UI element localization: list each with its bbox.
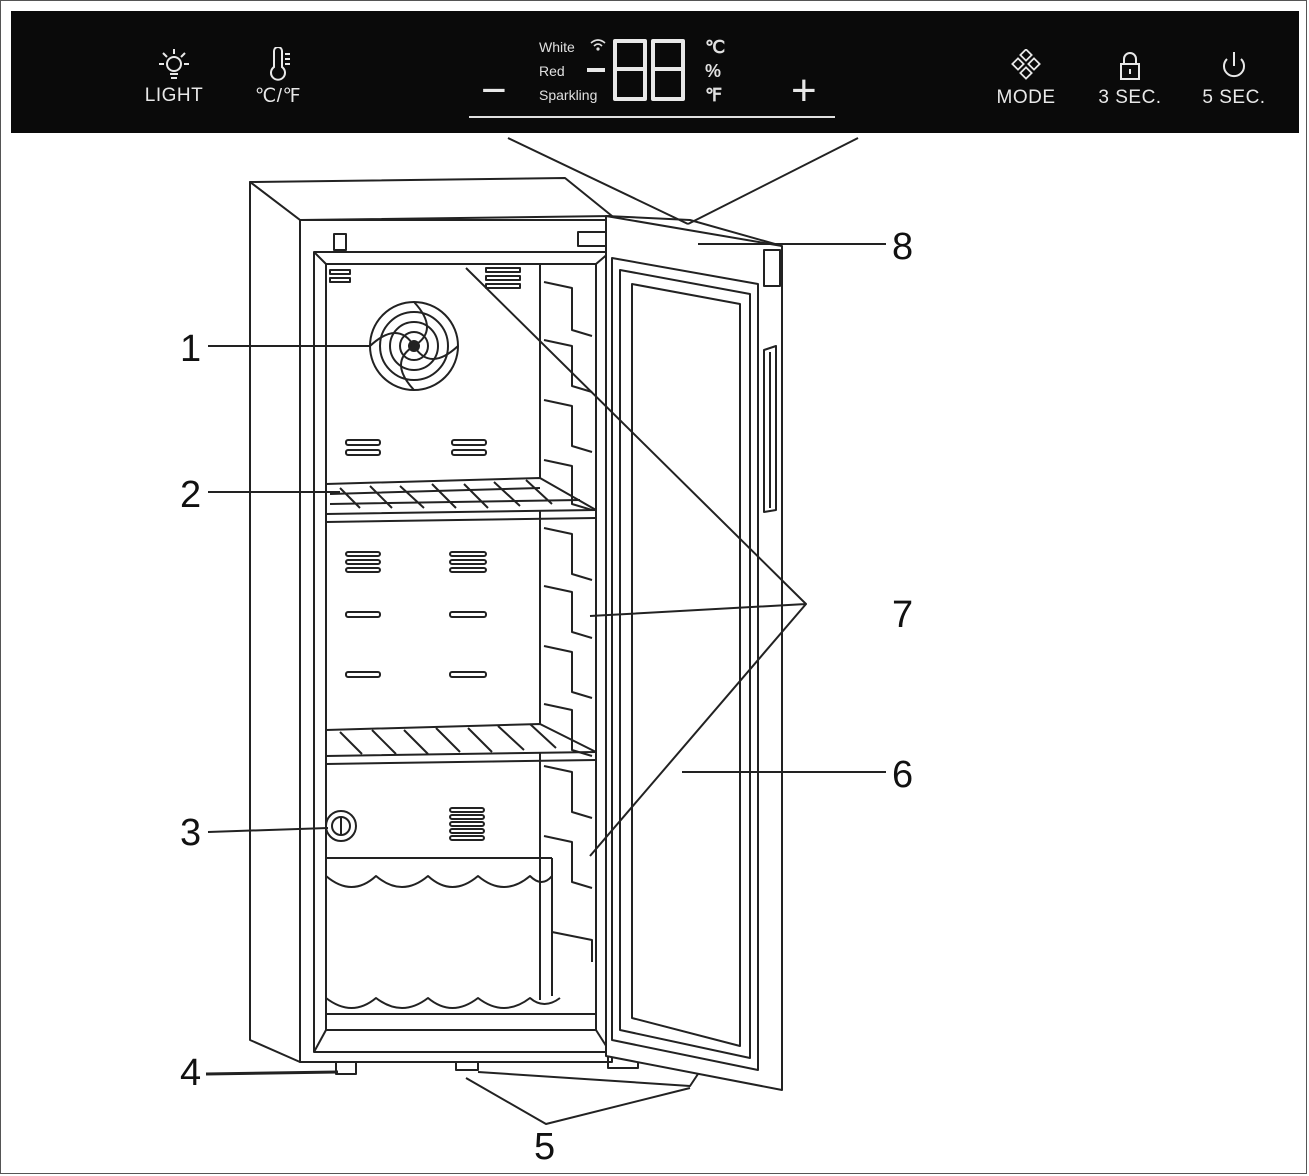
callout-leader-7 [465, 267, 807, 857]
callout-leader-3 [207, 827, 329, 833]
wifi-icon [590, 39, 606, 51]
lock-control[interactable]: 3 SEC. [1093, 49, 1167, 109]
unit-humidity: % [705, 61, 722, 81]
temp-unit-label: ℃/℉ [254, 86, 302, 107]
callout-6: 6 [892, 754, 914, 796]
mode-red: Red [539, 63, 565, 79]
callout-3: 3 [180, 812, 202, 854]
bottom-vents [449, 807, 485, 841]
bottle-rack [325, 857, 596, 1015]
shelf-upper [325, 477, 597, 523]
shelf-rails [543, 281, 593, 962]
mode-sparkling: Sparkling [539, 87, 598, 103]
mode-list: White Red Sparkling [539, 35, 597, 107]
cabinet-body [249, 177, 613, 1063]
mode-label: MODE [996, 87, 1056, 108]
glass-door [605, 215, 783, 1091]
callout-leader-4 [205, 1070, 339, 1076]
unit-indicators: ℃ % ℉ [705, 35, 725, 107]
panel-leader-left [507, 137, 689, 225]
shelf-lower [325, 723, 597, 765]
power-control[interactable]: 5 SEC. [1197, 49, 1271, 109]
mode-diamond-icon [1011, 49, 1041, 80]
lock-label: 3 SEC. [1098, 87, 1162, 108]
callout-5: 5 [534, 1126, 556, 1168]
unit-fahrenheit: ℉ [705, 85, 723, 105]
mode-control[interactable]: MODE [989, 49, 1063, 109]
plus-button[interactable]: + [791, 66, 817, 115]
callout-8: 8 [892, 226, 914, 268]
panel-leader-right [687, 137, 859, 225]
callout-4: 4 [180, 1052, 202, 1094]
display-underline [469, 116, 835, 118]
fan [369, 301, 459, 391]
callout-7: 7 [892, 594, 914, 636]
mode-white: White [539, 39, 575, 55]
callout-leader-5 [465, 1077, 691, 1125]
power-label: 5 SEC. [1202, 87, 1266, 108]
seven-segment-display: 88 - [587, 39, 685, 101]
light-label: LIGHT [144, 85, 204, 106]
callout-2: 2 [180, 474, 202, 516]
light-control[interactable]: LIGHT [139, 47, 209, 107]
minus-button[interactable]: − [481, 66, 507, 115]
light-bulb-icon [159, 49, 189, 79]
middle-vents [345, 551, 487, 678]
thermometer-icon [270, 47, 290, 81]
temperature-knob [325, 810, 357, 842]
temp-unit-control[interactable]: ℃/℉ [243, 47, 313, 108]
unit-celsius: ℃ [705, 37, 726, 57]
top-vents [329, 267, 521, 456]
control-panel: LIGHT ℃/℉ White Red Sparkling 88 - ℃ % ℉ [11, 11, 1299, 133]
power-icon [1223, 52, 1245, 78]
callout-1: 1 [180, 328, 202, 370]
lock-icon [1120, 52, 1140, 80]
